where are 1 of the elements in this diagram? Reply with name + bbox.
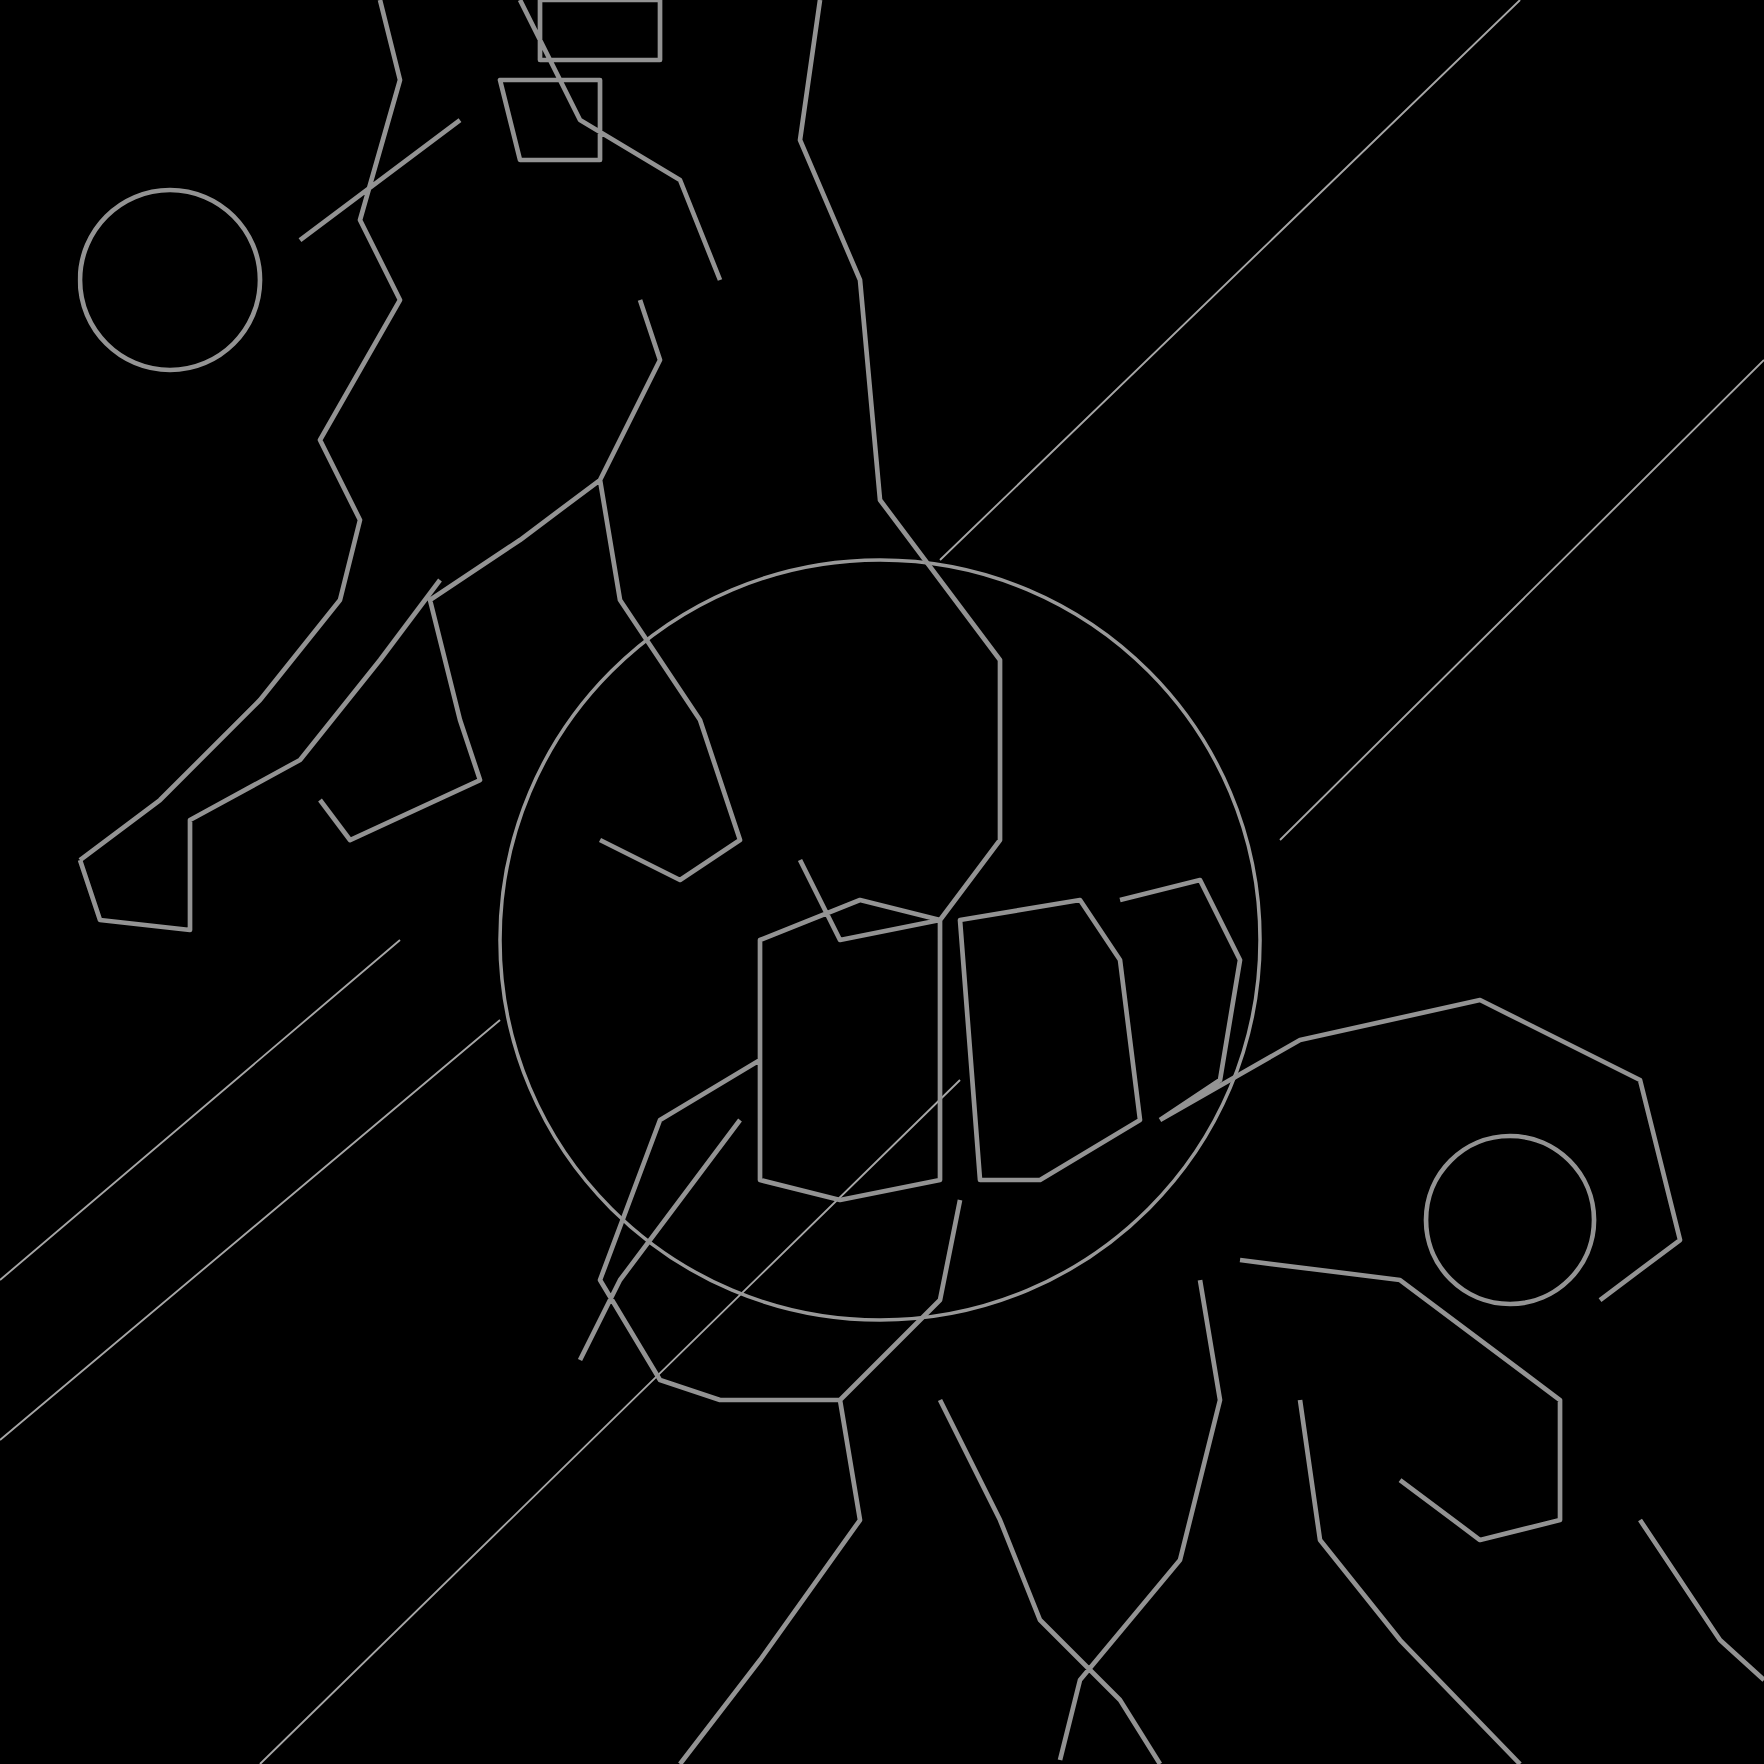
court-circle	[498, 558, 1262, 1322]
